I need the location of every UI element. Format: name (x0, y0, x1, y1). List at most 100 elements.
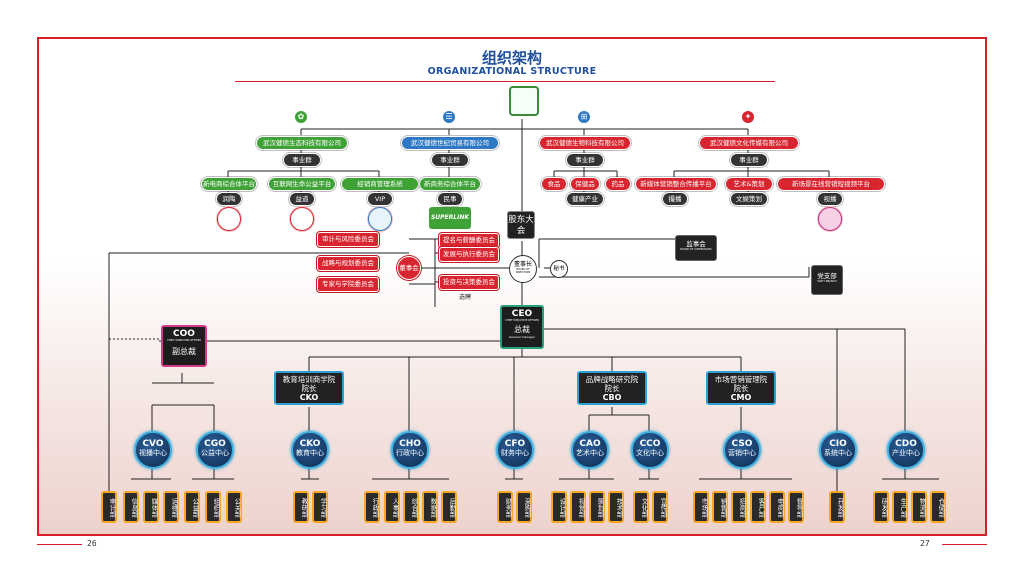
yidao-logo (290, 207, 314, 231)
committee-investment[interactable]: 投资与决策委员会 (439, 275, 499, 290)
dept-audit[interactable]: 审计部 (101, 491, 117, 523)
center-cdo[interactable]: CDO 产业中心 (887, 431, 925, 469)
center-cso-code: CSO (731, 439, 753, 449)
ceo-box[interactable]: CEO CHIEF EXECUTIVE OFFICER 总裁 General m… (500, 305, 544, 349)
center-cho[interactable]: CHO 行政中心 (391, 431, 429, 469)
dept-logistics[interactable]: 物流部 (911, 491, 927, 523)
center-cvo[interactable]: CVO 视播中心 (134, 431, 172, 469)
dept-supervision[interactable]: 督导部 (788, 491, 804, 523)
secretary[interactable]: 秘书 (550, 260, 568, 278)
center-cco-label: 文化中心 (636, 449, 664, 457)
center-cko[interactable]: CKO 教育中心 (291, 431, 329, 469)
ceo-title: CEO (511, 309, 533, 319)
chief-cmo[interactable]: 市场营销管理院 院长 CMO (706, 371, 776, 405)
dept-info[interactable]: 信息部 (123, 491, 139, 523)
group-trade: 事业群 (431, 153, 469, 167)
board-of-directors[interactable]: 董事会 (397, 256, 421, 280)
sub-yidao: 益道 (289, 192, 315, 206)
group-media: 事业群 (730, 153, 768, 167)
dept-ecommerce[interactable]: 电商部 (769, 491, 785, 523)
shareholders-meeting[interactable]: 股东大会 (507, 211, 535, 239)
center-cao-code: CAO (579, 439, 601, 449)
dept-design[interactable]: 设计部 (551, 491, 567, 523)
dept-learning[interactable]: 学习部 (312, 491, 328, 523)
dept-planning[interactable]: 策划部 (589, 491, 605, 523)
platform-food: 食品 (541, 177, 567, 191)
committee-development[interactable]: 发展与执行委员会 (439, 247, 499, 262)
dept-rnd[interactable]: 研发部 (873, 491, 889, 523)
center-cso-label: 营销中心 (728, 449, 756, 457)
chief-cbo-code: CBO (602, 393, 622, 402)
dept-media[interactable]: 媒体部 (143, 491, 159, 523)
dept-investment[interactable]: 招商部 (731, 491, 747, 523)
chief-cbo[interactable]: 品牌战略研究院 院长 CBO (577, 371, 647, 405)
chief-cmo-role: 院长 (733, 384, 749, 393)
dept-data[interactable]: 数据部 (422, 491, 438, 523)
title-divider (235, 81, 775, 82)
dept-admin[interactable]: 行政部 (364, 491, 380, 523)
dept-tech[interactable]: 技术部 (608, 491, 624, 523)
committee-audit[interactable]: 审计与风险委员会 (317, 232, 379, 247)
dept-hr[interactable]: 人事部 (384, 491, 400, 523)
ceo-tag: General manager (508, 335, 536, 339)
dept-market[interactable]: 市场部 (693, 491, 709, 523)
chairman[interactable]: 董事长 BOARD OF DIRECTORS (509, 255, 537, 283)
dept-visual[interactable]: 视觉部 (570, 491, 586, 523)
company-bio-tech[interactable]: 武汉健德生物科技有限公司 (539, 136, 631, 150)
center-cco[interactable]: CCO 文化中心 (631, 431, 669, 469)
center-cso[interactable]: CSO 营销中心 (723, 431, 761, 469)
dept-logistics-support[interactable]: 后勤部 (441, 491, 457, 523)
coo-title: COO (173, 329, 195, 339)
committee-strategy[interactable]: 战略与规划委员会 (317, 256, 379, 271)
dept-ops[interactable]: 运维部 (163, 491, 179, 523)
dept-development[interactable]: 开发部 (829, 491, 845, 523)
center-cvo-label: 视播中心 (139, 449, 167, 457)
platform-dealer: 经销商管理系统 (341, 177, 419, 191)
dept-customer[interactable]: 客户部 (750, 491, 766, 523)
center-cgo-code: CGO (204, 439, 226, 449)
dept-charity[interactable]: 公益部 (184, 491, 200, 523)
center-cio[interactable]: CIO 系统中心 (819, 431, 857, 469)
committee-nomination[interactable]: 提名与薪酬委员会 (439, 233, 499, 248)
dept-production[interactable]: 生产部 (892, 491, 908, 523)
party-sub: PARTY BRANCH (817, 280, 837, 283)
center-cko-label: 教育中心 (296, 449, 324, 457)
center-cfo[interactable]: CFO 财务中心 (496, 431, 534, 469)
sub-runtao: 润陶 (216, 192, 242, 206)
connector-lines (108, 119, 939, 491)
bio-tech-icon: ⊞ (578, 111, 590, 123)
chief-cko-code: CKO (299, 393, 319, 402)
coo-label: 副总裁 (172, 347, 196, 356)
company-trade[interactable]: 武汉健德世纪贸易有限公司 (401, 136, 499, 150)
dept-finance[interactable]: 财务部 (497, 491, 513, 523)
chief-cbo-dept: 品牌战略研究院 (585, 375, 639, 384)
platform-ecommerce: 新电商综合体平台 (201, 177, 257, 191)
center-cgo[interactable]: CGO 公益中心 (196, 431, 234, 469)
board-of-supervisors[interactable]: 监事会 BOARD OF SUPERVISORS (675, 235, 717, 261)
dept-warehouse[interactable]: 仓储部 (930, 491, 946, 523)
company-eco-tech[interactable]: 武汉健德生态科技有限公司 (256, 136, 348, 150)
coo-box[interactable]: COO CHIEF OPERATING OFFICER 副总裁 (161, 325, 207, 367)
dept-publicity[interactable]: 宣传部 (652, 491, 668, 523)
dept-teaching[interactable]: 教研部 (293, 491, 309, 523)
center-cko-code: CKO (299, 439, 321, 449)
sub-shibo: 视播 (817, 192, 843, 206)
dept-procurement[interactable]: 采购部 (516, 491, 532, 523)
center-cao[interactable]: CAO 艺术中心 (571, 431, 609, 469)
committee-expert[interactable]: 专家与学院委员会 (317, 277, 379, 292)
supervisors-sub: BOARD OF SUPERVISORS (680, 248, 712, 251)
runtao-logo (217, 207, 241, 231)
chief-cko-dept: 教育培训商学院 (282, 375, 336, 384)
group-emblem (509, 86, 539, 116)
page-subtitle: ORGANIZATIONAL STRUCTURE (427, 66, 597, 77)
party-branch[interactable]: 党支部 PARTY BRANCH (811, 265, 843, 295)
dept-general[interactable]: 综合部 (403, 491, 419, 523)
company-media[interactable]: 武汉健德文化传媒有限公司 (699, 136, 799, 150)
footer-rule-left (37, 544, 82, 545)
dept-sales[interactable]: 销售部 (712, 491, 728, 523)
dept-pr[interactable]: 公关部 (226, 491, 242, 523)
chief-cko[interactable]: 教育培训商学院 院长 CKO (274, 371, 344, 405)
dept-culture[interactable]: 文化部 (633, 491, 649, 523)
sub-minshi: 民事 (437, 192, 463, 206)
dept-org[interactable]: 组织部 (205, 491, 221, 523)
